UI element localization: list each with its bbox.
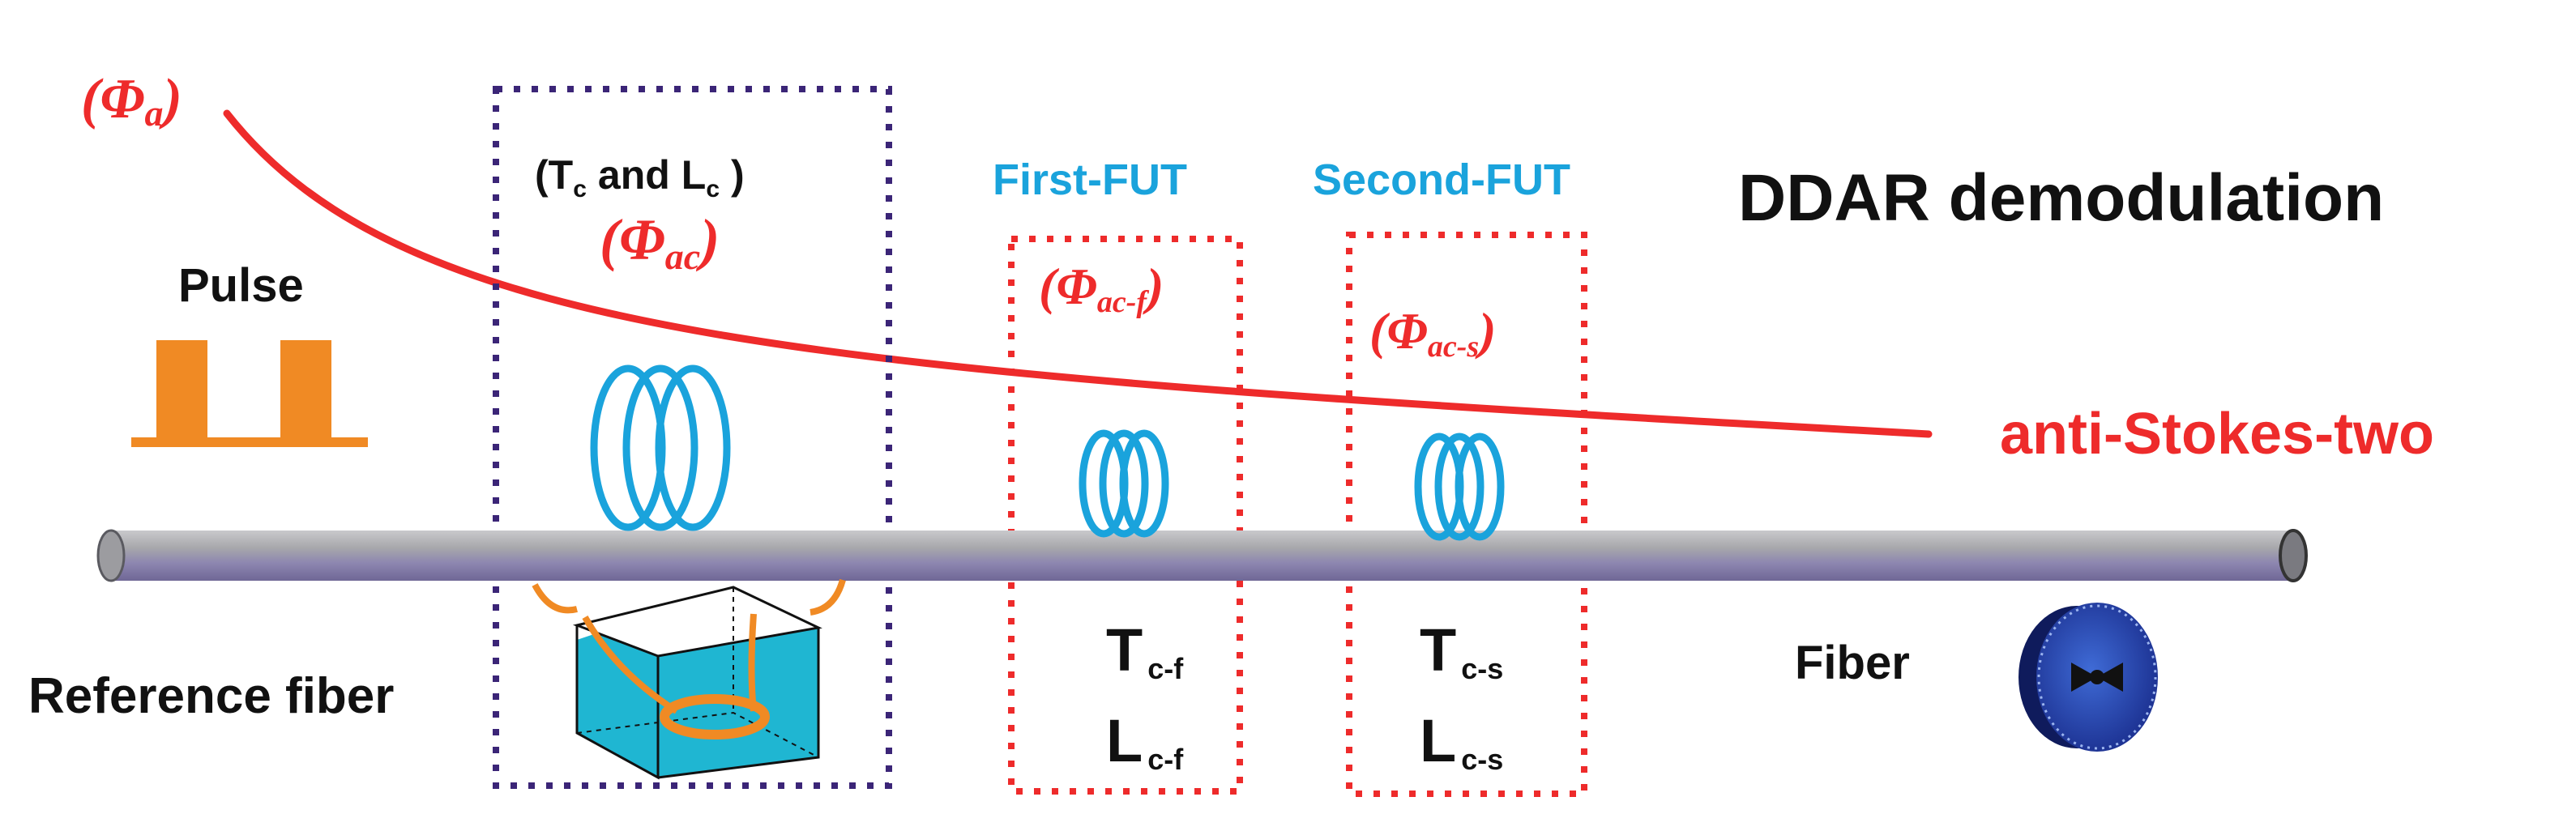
- fiber-rod: [96, 529, 2308, 582]
- pulse-icon: [131, 340, 368, 447]
- phi-acs-label: (Φac-s): [1369, 302, 1496, 364]
- second-fut-box: [1346, 232, 1587, 797]
- water-bath-icon: [532, 578, 846, 780]
- first-fut-coil-icon: [1079, 429, 1169, 538]
- fiber-label: Fiber: [1795, 637, 1910, 689]
- fiber-spool-icon: [2019, 603, 2158, 752]
- reference-fiber-label: Reference fiber: [28, 668, 394, 724]
- anti-stokes-label: anti-Stokes-two: [2000, 402, 2434, 467]
- reference-box: [493, 86, 892, 789]
- reference-coil-icon: [590, 364, 731, 531]
- title: DDAR demodulation: [1738, 161, 2384, 235]
- first-fut-label: First-FUT: [993, 156, 1187, 204]
- phi-ac-label: (Φac): [600, 207, 720, 277]
- second-fut-label: Second-FUT: [1313, 156, 1570, 204]
- phi-acf-label: (Φac-f): [1039, 258, 1164, 319]
- phi-a-label: (Φa): [81, 68, 182, 134]
- decay-curve: [223, 109, 1933, 438]
- pulse-label: Pulse: [178, 259, 304, 312]
- first-fut-box: [1008, 236, 1243, 795]
- second-fut-coil-icon: [1414, 433, 1505, 541]
